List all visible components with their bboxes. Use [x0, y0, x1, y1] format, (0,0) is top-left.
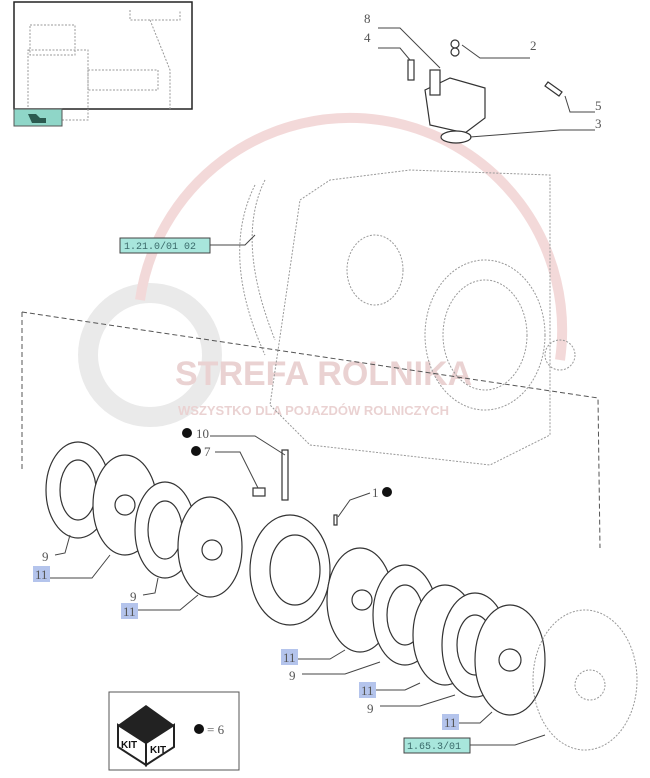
callout-11-link[interactable]: 11: [121, 603, 138, 619]
callout-11-link[interactable]: 11: [33, 566, 50, 582]
kit-legend: KIT KIT = 6: [108, 691, 240, 771]
kit-legend-text: = 6: [207, 722, 225, 737]
callout-3: 3: [595, 116, 602, 131]
callout-8: 8: [364, 11, 371, 26]
brake-discs: [45, 441, 638, 751]
callout-9: 9: [130, 589, 137, 604]
callout-11-link[interactable]: 11: [442, 714, 459, 730]
watermark: STREFA ROLNIKA WSZYSTKO DLA POJAZDÓW ROL…: [78, 112, 568, 427]
valve-assembly: [407, 39, 563, 144]
overview-inset[interactable]: [13, 1, 193, 121]
svg-text:11[interactable]: 11: [35, 567, 48, 582]
drum-reference-link[interactable]: 1.65.3/01: [403, 737, 471, 754]
watermark-subtitle: WSZYSTKO DLA POJAZDÓW ROLNICZYCH: [178, 403, 449, 418]
callout-2: 2: [530, 38, 537, 53]
housing-reference-link[interactable]: 1.21.0/01 02: [119, 237, 211, 254]
svg-text:KIT: KIT: [150, 745, 166, 756]
callout-11-link[interactable]: 11: [281, 649, 298, 665]
kit-marker-icon: [194, 724, 204, 734]
hand-pointer-icon: [28, 114, 46, 123]
kit-marker-icon: [191, 446, 201, 456]
leader-lines-top: [378, 27, 595, 138]
kit-marker-icon: [182, 428, 192, 438]
callout-9: 9: [289, 668, 296, 683]
svg-text:11[interactable]: 11: [444, 715, 457, 730]
kit-marker-icon: [382, 487, 392, 497]
callout-11-link[interactable]: 11: [359, 682, 376, 698]
svg-text:KIT: KIT: [121, 740, 137, 751]
callout-1: 1: [372, 485, 379, 500]
callout-9: 9: [42, 549, 49, 564]
leader-lines-bottom: [50, 435, 546, 746]
housing-reference[interactable]: 1.21.0/01 02: [124, 241, 196, 253]
watermark-title: STREFA ROLNIKA: [175, 355, 472, 393]
rear-axle-housing: [239, 169, 576, 466]
callout-9: 9: [367, 701, 374, 716]
svg-text:11[interactable]: 11: [283, 650, 296, 665]
callout-7: 7: [204, 444, 211, 459]
svg-text:11[interactable]: 11: [361, 683, 374, 698]
drum-reference[interactable]: 1.65.3/01: [407, 741, 461, 753]
callout-10: 10: [196, 426, 209, 441]
callout-5: 5: [595, 98, 602, 113]
kit-box-icon: KIT KIT: [117, 705, 175, 767]
callout-4: 4: [364, 30, 371, 45]
svg-text:11[interactable]: 11: [123, 604, 136, 619]
navigate-back-button[interactable]: [13, 108, 63, 127]
assembly-boundary: [21, 311, 601, 549]
